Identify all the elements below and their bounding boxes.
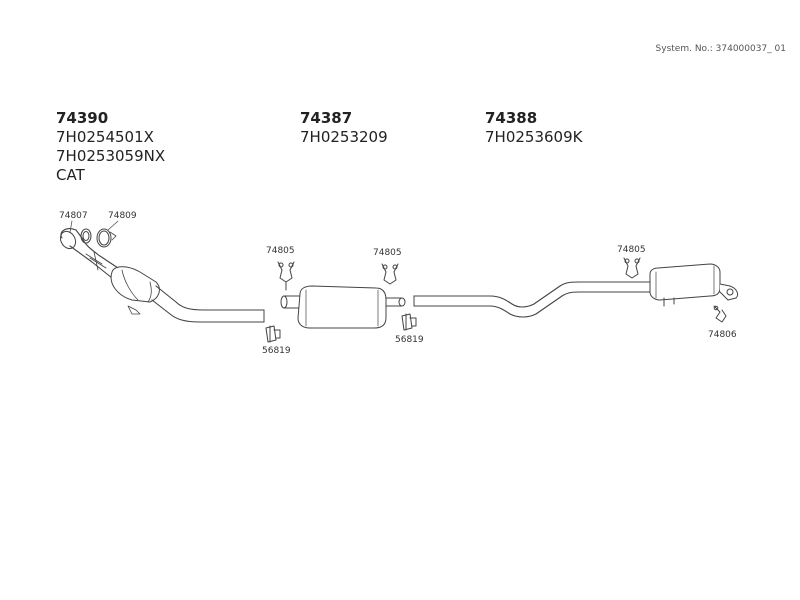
part-label-74805: 74805 bbox=[266, 246, 295, 256]
middle-silencer[interactable] bbox=[280, 285, 406, 329]
group-number: 74390 bbox=[56, 109, 109, 127]
group-line: 7H0253059NX bbox=[56, 147, 166, 165]
group-number: 74388 bbox=[485, 109, 538, 127]
clamp-74809[interactable] bbox=[96, 228, 117, 248]
system-number: System. No.: 374000037_ 01 bbox=[655, 44, 786, 54]
gasket-74807[interactable] bbox=[80, 228, 92, 244]
group-74388: 74388 7H0253609K bbox=[485, 109, 582, 147]
part-label-56819: 56819 bbox=[395, 335, 424, 345]
group-number: 74387 bbox=[300, 109, 353, 127]
group-line: 7H0254501X bbox=[56, 128, 154, 146]
hanger-74805[interactable] bbox=[381, 263, 399, 285]
leader-lines bbox=[69, 220, 119, 233]
group-line: CAT bbox=[56, 166, 85, 184]
clamp-56819[interactable] bbox=[265, 325, 281, 343]
group-line: 7H0253209 bbox=[300, 128, 388, 146]
part-label-74807: 74807 bbox=[59, 211, 88, 221]
clamp-56819[interactable] bbox=[401, 313, 417, 331]
part-label-74805: 74805 bbox=[617, 245, 646, 255]
group-line: 7H0253609K bbox=[485, 128, 583, 146]
hanger-74806[interactable] bbox=[713, 305, 727, 323]
hanger-74805[interactable] bbox=[623, 257, 641, 279]
part-label-74806: 74806 bbox=[708, 330, 737, 340]
group-74387: 74387 7H0253209 bbox=[300, 109, 388, 147]
part-label-56819: 56819 bbox=[262, 346, 291, 356]
group-74390: 74390 7H0254501X 7H0253059NX CAT bbox=[56, 109, 165, 185]
part-label-74809: 74809 bbox=[108, 211, 137, 221]
part-label-74805: 74805 bbox=[373, 248, 402, 258]
rear-silencer[interactable] bbox=[649, 263, 739, 307]
front-pipe-catalyst[interactable] bbox=[57, 228, 265, 323]
intermediate-pipe[interactable] bbox=[413, 281, 651, 318]
hanger-74805[interactable] bbox=[277, 261, 295, 291]
